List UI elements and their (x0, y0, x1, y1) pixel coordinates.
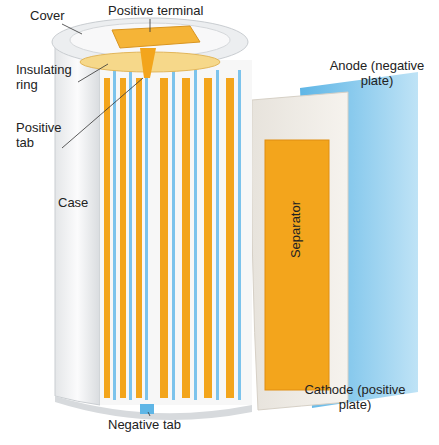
part-label: Positive terminal (108, 3, 228, 18)
case-wall (55, 40, 100, 405)
part-label: Anode (negative plate) (322, 58, 432, 88)
roll-face (100, 60, 252, 405)
part-label: Insulating ring (16, 62, 86, 92)
leader-lines (62, 19, 150, 416)
positive-terminal (112, 26, 200, 48)
part-label: Cover (30, 8, 90, 23)
part-label: Negative tab (108, 417, 208, 432)
part-label: Case (58, 195, 98, 210)
part-label: Cathode (positive plate) (300, 382, 410, 412)
positive-tab (140, 48, 156, 78)
part-label: Positive tab (16, 120, 76, 150)
cathode-sheet (265, 140, 329, 390)
part-label: Separator (288, 180, 303, 280)
negative-tab (140, 404, 154, 414)
cathode-edge (265, 140, 329, 390)
roll-layers (104, 70, 241, 400)
separator-sheet (252, 92, 348, 410)
case-bottom (55, 396, 252, 420)
